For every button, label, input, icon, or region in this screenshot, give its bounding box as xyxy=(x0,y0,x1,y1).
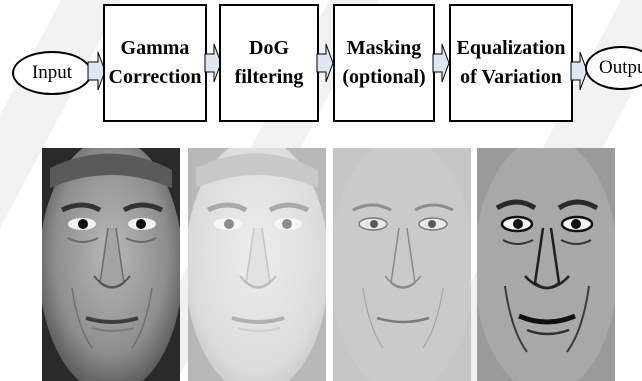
step-dog-filtering: DoG filtering xyxy=(219,4,319,122)
step-line2: filtering xyxy=(235,63,304,92)
face-image-dog xyxy=(333,148,471,381)
input-node: Input xyxy=(12,51,92,95)
arrow-icon xyxy=(316,42,334,84)
step-line1: Gamma xyxy=(121,34,190,63)
arrow-icon xyxy=(432,42,450,84)
input-label: Input xyxy=(32,62,72,84)
output-node: Output xyxy=(585,46,642,90)
output-label: Output xyxy=(599,57,642,79)
face-image-equalized xyxy=(477,148,615,381)
step-line2: (optional) xyxy=(342,63,425,92)
step-gamma-correction: Gamma Correction xyxy=(103,4,207,122)
step-line2: of Variation xyxy=(460,63,562,92)
step-line1: Equalization xyxy=(457,34,566,63)
step-line1: Masking xyxy=(347,34,421,63)
face-image-original xyxy=(42,148,180,381)
step-masking: Masking (optional) xyxy=(333,4,435,122)
face-image-gamma xyxy=(188,148,326,381)
step-line1: DoG xyxy=(249,34,289,63)
step-line2: Correction xyxy=(109,63,202,92)
step-equalization: Equalization of Variation xyxy=(449,4,573,122)
